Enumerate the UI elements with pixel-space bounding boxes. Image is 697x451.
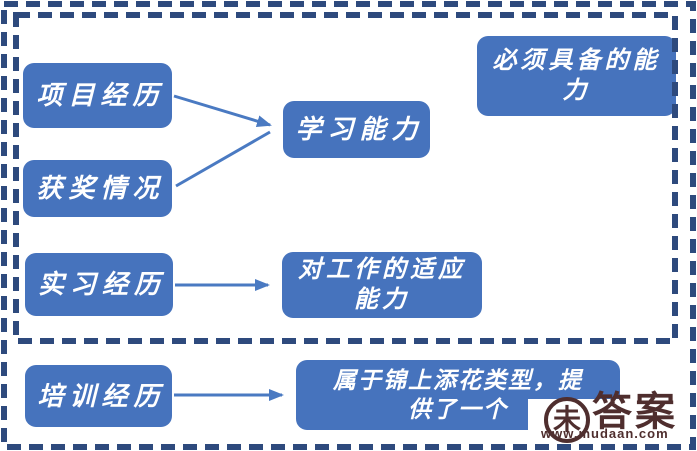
node-label-line2: 能力 [354,286,410,313]
node-award-record: 获奖情况 [23,160,172,217]
node-label-line1: 对工作的适应 [298,256,466,283]
node-label-line1: 属于锦上添花类型，提 [333,367,583,394]
node-label: 培训经历 [37,380,166,411]
arrow-award-to-learning [175,130,271,188]
node-learning-ability: 学习能力 [283,101,430,158]
node-training-experience: 培训经历 [25,365,172,427]
node-work-adaptability: 对工作的适应 能力 [282,252,482,318]
node-label: 实习经历 [37,269,166,300]
node-label: 项目经历 [36,80,165,111]
node-project-experience: 项目经历 [23,63,172,128]
node-internship-experience: 实习经历 [25,253,173,316]
node-label-line1: 必须具备的能 [492,47,661,74]
node-required-abilities: 必须具备的能 力 [477,36,676,116]
node-label: 学习能力 [295,114,424,145]
node-label-line2: 供了一个 [408,396,508,422]
watermark-url: www.mudaan.com [541,426,669,441]
node-label-line2: 力 [562,77,591,104]
node-label: 获奖情况 [36,173,165,204]
arrow-project-to-learning [173,94,272,127]
